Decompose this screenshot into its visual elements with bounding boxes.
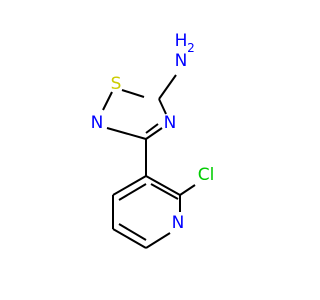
bond-n2-c3: [106, 127, 147, 140]
bond-c6-c5-inner: [118, 223, 147, 241]
bond-c2py-c2py-inner: [150, 183, 179, 200]
amine-h-subscript: 2: [187, 41, 195, 55]
chlorine-label: Cl: [198, 165, 215, 185]
structure-canvas: S N H 2 N N Cl N: [90, 31, 215, 249]
bond-c6-c5: [112, 228, 147, 249]
bond-c4-c3py-inner: [118, 183, 147, 201]
bond-c2py-cl: [179, 184, 196, 196]
sulfur-label: S: [111, 74, 122, 94]
atom-labels: S N H 2 N N Cl N: [91, 31, 215, 233]
ring-n4-label: N: [164, 113, 177, 133]
amine-n-label: N: [175, 51, 188, 71]
thiadiazole-ring: [102, 74, 177, 140]
bond-c5-n: [158, 74, 177, 100]
pyridine-ring: [112, 139, 196, 249]
bond-npy-c6: [145, 232, 171, 249]
bond-n4-c5: [158, 98, 167, 115]
molecule-structure: S N H 2 N N Cl N: [91, 31, 215, 249]
amine-h-label: H: [175, 31, 188, 51]
bond-c3-n4-inner: [145, 123, 159, 134]
bond-c4-c3py: [112, 175, 147, 196]
ring-n2-label: N: [91, 113, 104, 133]
bond-c3-n4: [145, 127, 163, 140]
bond-s1-n2: [102, 91, 113, 111]
pyridine-n-label: N: [172, 213, 185, 233]
bond-s1-c5: [121, 89, 145, 98]
bond-c3py-c2py: [145, 175, 181, 196]
